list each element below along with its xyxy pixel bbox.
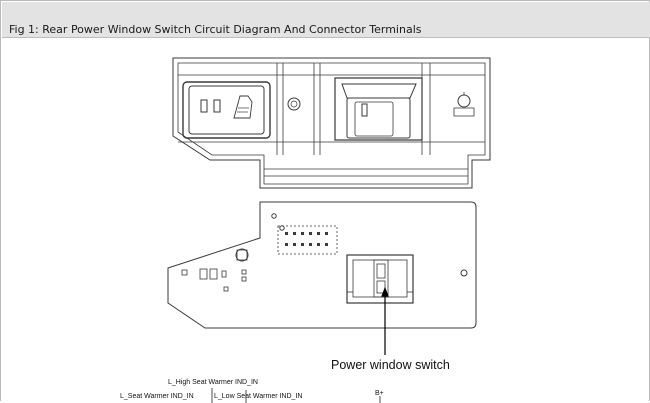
circuit-board	[167, 201, 477, 329]
pin-label-seat-warmer: L_Seat Warmer IND_IN	[120, 393, 194, 400]
right-window-button	[334, 77, 423, 141]
pin-dots	[285, 232, 328, 246]
left-window-button	[182, 81, 271, 139]
callout-label: Power window switch	[331, 358, 450, 372]
seat-warmer-knob	[453, 92, 475, 117]
switch-housing	[172, 57, 491, 189]
window-switch-connector	[346, 254, 414, 304]
lock-button	[287, 97, 301, 111]
pin-label-high-seat-warmer: L_High Seat Warmer IND_IN	[168, 379, 258, 386]
circuit-diagram: Power window switch L_High Seat Warmer I…	[2, 38, 650, 403]
diagram-drawing	[167, 57, 491, 403]
figure-caption: Fig 1: Rear Power Window Switch Circuit …	[9, 23, 422, 36]
pin-label-battery: B+	[375, 390, 384, 397]
callout-leader	[381, 286, 389, 355]
figure-caption-bar: Fig 1: Rear Power Window Switch Circuit …	[2, 2, 650, 38]
pin-label-low-seat-warmer: L_Low Seat Warmer IND_IN	[214, 393, 303, 400]
pin-header	[277, 225, 338, 255]
